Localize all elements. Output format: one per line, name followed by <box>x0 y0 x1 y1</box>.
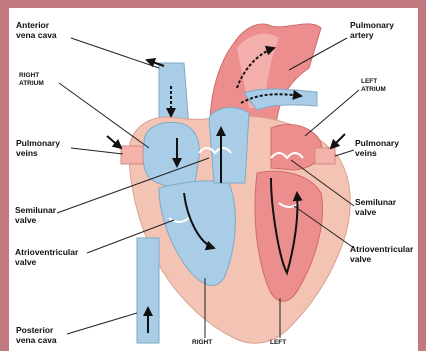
heart-diagram-panel: Anterior vena cava RIGHT ATRIUM Pulmonar… <box>9 8 418 351</box>
left-atrium-chamber <box>271 124 322 170</box>
label-left-ventricle: LEFT <box>270 339 286 347</box>
leader-pulmonary-veins-right <box>335 150 354 156</box>
label-anterior-vena-cava: Anterior vena cava <box>16 21 57 40</box>
label-atrioventricular-valve-right: Atrioventricular valve <box>350 245 413 264</box>
flow-arrow-pulmonary-vein-right <box>331 134 345 148</box>
pulmonary-vein-stub-left <box>121 146 143 164</box>
label-right-atrium: RIGHT ATRIUM <box>19 72 44 87</box>
label-atrioventricular-valve-left: Atrioventricular valve <box>15 248 78 267</box>
label-posterior-vena-cava: Posterior vena cava <box>16 326 57 345</box>
pulmonary-trunk <box>209 108 249 183</box>
label-pulmonary-veins-left: Pulmonary veins <box>16 139 60 158</box>
label-pulmonary-artery: Pulmonary artery <box>350 21 394 40</box>
pulmonary-vein-stub-right <box>315 148 335 164</box>
label-pulmonary-veins-right: Pulmonary veins <box>355 139 399 158</box>
pulmonary-artery-vessel <box>244 89 317 110</box>
label-semilunar-valve-right: Semilunar valve <box>355 198 396 217</box>
label-right-ventricle: RIGHT <box>192 339 212 347</box>
label-semilunar-valve-left: Semilunar valve <box>15 206 56 225</box>
flow-arrow-pulmonary-vein-left <box>107 136 121 148</box>
label-left-atrium: LEFT ATRIUM <box>361 78 386 93</box>
leader-anterior-vena-cava <box>71 38 159 68</box>
leader-right-atrium <box>59 83 149 148</box>
heart-illustration <box>9 8 418 351</box>
leader-posterior-vena-cava <box>67 313 137 334</box>
leader-pulmonary-veins-left <box>71 148 123 154</box>
